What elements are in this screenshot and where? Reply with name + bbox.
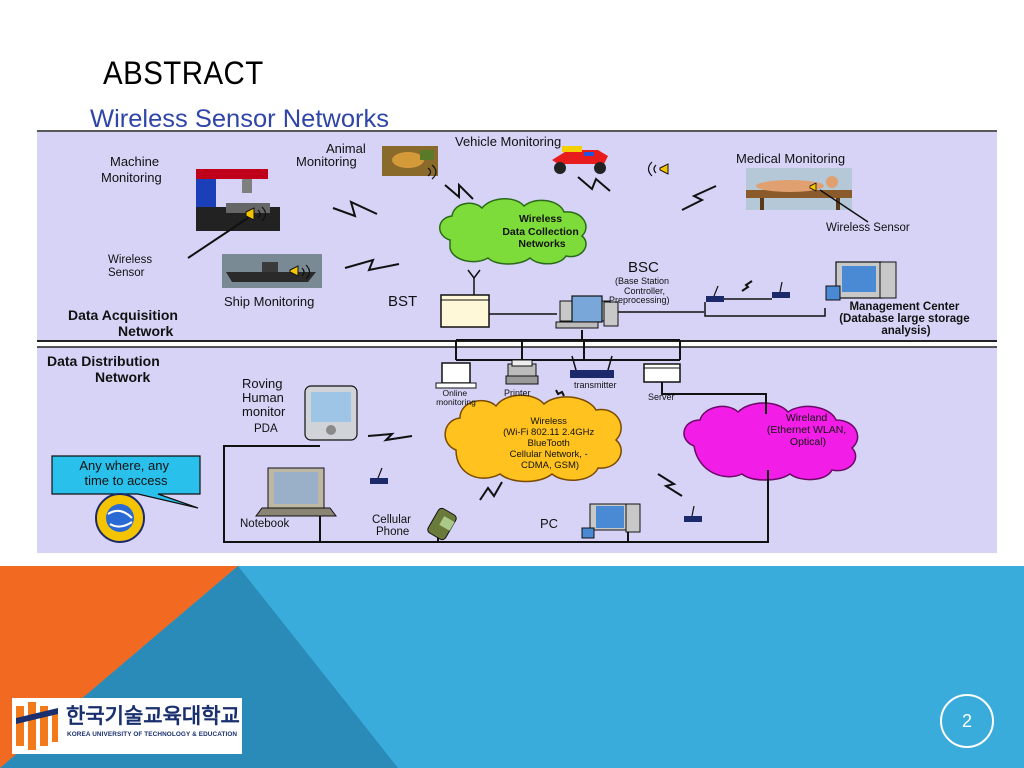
printer-icon bbox=[505, 359, 539, 385]
animal-signal-icon bbox=[427, 164, 437, 180]
label-roving-human-monitor: Roving Human monitor bbox=[242, 376, 288, 419]
label-data-distribution-network: Data Distribution Network bbox=[47, 353, 164, 385]
label-bsc: BSC bbox=[628, 259, 659, 276]
label-vehicle-monitoring: Vehicle Monitoring bbox=[455, 134, 561, 149]
label-wireland-cloud: Wireland (Ethernet WLAN, Optical) bbox=[767, 412, 849, 448]
label-bst: BST bbox=[388, 293, 417, 310]
wireless-sensor-icon bbox=[245, 206, 267, 222]
machine-icon bbox=[196, 169, 280, 231]
label-pda: PDA bbox=[254, 423, 278, 435]
label-machine-monitoring: Machine Monitoring bbox=[101, 154, 163, 185]
label-bsc-detail: (Base Station Controller, Preprocessing) bbox=[609, 276, 672, 305]
distribution-wireless-links bbox=[367, 389, 683, 501]
race-car-icon bbox=[552, 146, 608, 174]
router-icon bbox=[706, 281, 790, 302]
label-wireless-cloud: Wireless (Wi-Fi 802.11 2.4GHz BlueTooth … bbox=[503, 416, 597, 471]
wireless-cloud bbox=[444, 394, 622, 483]
label-wireless-sensor-left: Wireless Sensor bbox=[108, 254, 155, 279]
animal-photo-icon bbox=[382, 146, 438, 176]
label-server: Server bbox=[648, 392, 675, 402]
online-monitor-icon bbox=[435, 362, 477, 389]
page-number: 2 bbox=[940, 694, 994, 748]
vehicle-sensor-icon bbox=[647, 161, 669, 177]
figure-title: Wireless Sensor Networks bbox=[90, 105, 390, 133]
management-computer-icon bbox=[825, 261, 897, 301]
wireland-cloud bbox=[683, 402, 859, 481]
label-cellular-phone: Cellular Phone bbox=[372, 514, 414, 538]
label-data-collection-cloud: Wireless Data Collection Networks bbox=[502, 213, 581, 250]
notebook-router-icon bbox=[370, 467, 388, 484]
transmitter-icon bbox=[570, 355, 614, 378]
label-ship-monitoring: Ship Monitoring bbox=[224, 294, 314, 309]
slide-title: ABSTRACT bbox=[103, 55, 264, 91]
pda-icon bbox=[304, 385, 358, 441]
logo-emblem-icon bbox=[12, 698, 62, 754]
label-medical-monitoring: Medical Monitoring bbox=[736, 151, 845, 166]
bsc-computer-icon bbox=[555, 295, 619, 329]
university-logo: 한국기술교육대학교 KOREA UNIVERSITY OF TECHNOLOGY… bbox=[12, 698, 242, 754]
label-transmitter: transmitter bbox=[574, 380, 617, 390]
notebook-icon bbox=[255, 467, 337, 517]
distribution-bus bbox=[455, 330, 681, 361]
label-data-acquisition-network: Data Acquisition Network bbox=[68, 307, 182, 339]
acquisition-connectors bbox=[489, 298, 826, 317]
medical-photo-icon bbox=[746, 168, 852, 210]
medical-sensor-icon bbox=[809, 182, 817, 192]
logo-english-name: KOREA UNIVERSITY OF TECHNOLOGY & EDUCATI… bbox=[67, 731, 238, 738]
label-printer: Printer bbox=[504, 388, 531, 398]
ship-photo-icon bbox=[222, 254, 322, 288]
logo-korean-name: 한국기술교육대학교 bbox=[66, 704, 240, 728]
label-callout: Any where, any time to access bbox=[79, 458, 172, 488]
bst-tower-icon bbox=[440, 269, 490, 328]
label-notebook: Notebook bbox=[240, 518, 289, 530]
ship-sensor-icon bbox=[289, 264, 311, 280]
label-pc: PC bbox=[540, 516, 558, 531]
pc-router-icon bbox=[684, 505, 702, 522]
label-online-monitoring: Online monitoring bbox=[436, 388, 476, 407]
cellular-phone-icon bbox=[427, 507, 457, 541]
medical-sensor-pointer bbox=[819, 189, 869, 223]
label-animal-monitoring: Animal Monitoring bbox=[296, 141, 369, 169]
wireless-links bbox=[332, 176, 753, 292]
callout-bubble bbox=[51, 455, 201, 509]
data-collection-cloud bbox=[439, 198, 587, 265]
sensor-pointer bbox=[187, 217, 249, 259]
server-icon bbox=[643, 363, 681, 383]
globe-badge-icon bbox=[95, 493, 145, 543]
pc-icon bbox=[581, 503, 641, 539]
label-management-center: Management Center (Database large storag… bbox=[839, 301, 973, 337]
label-wireless-sensor-right: Wireless Sensor bbox=[826, 222, 910, 234]
